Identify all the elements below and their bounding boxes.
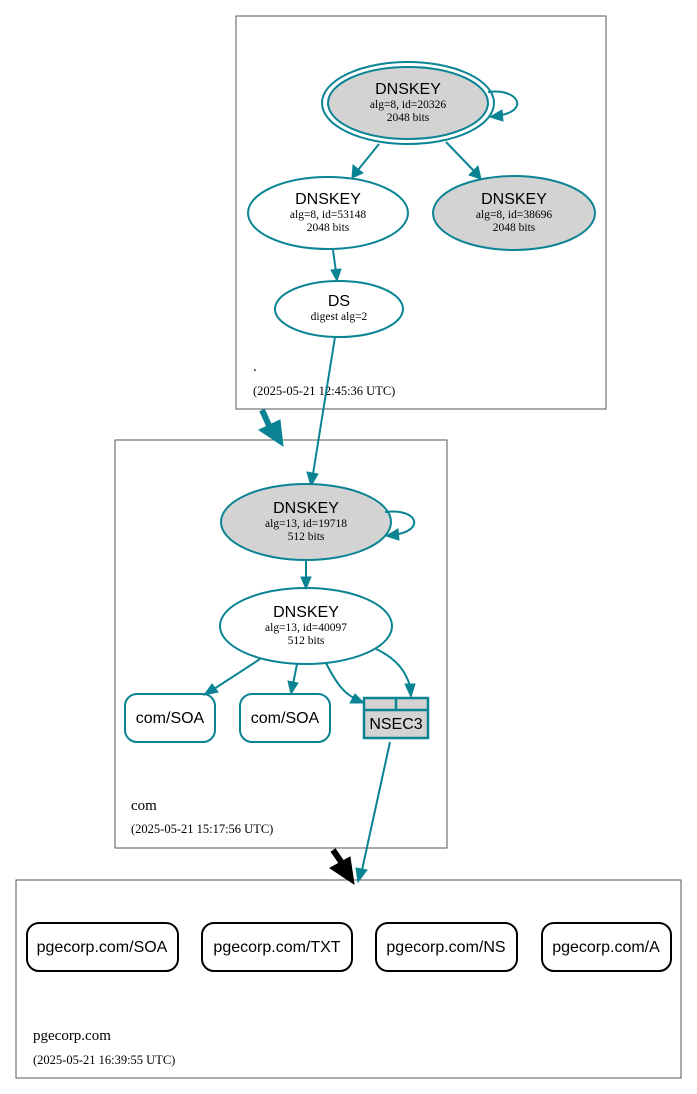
edge-rootksk-rootzsk-arrowhead bbox=[351, 164, 364, 179]
root-zsk-bits: 2048 bits bbox=[307, 222, 350, 234]
edge-nsec3-pgecorp bbox=[361, 741, 391, 871]
root-key3-alg: alg=8, id=38696 bbox=[476, 209, 552, 221]
edge-ds-comksk bbox=[312, 336, 336, 475]
edge-comzsk-soa2 bbox=[292, 663, 298, 685]
root-key3-title: DNSKEY bbox=[481, 191, 547, 208]
root-ksk-bits: 2048 bits bbox=[387, 112, 430, 124]
root-zsk-title: DNSKEY bbox=[295, 191, 361, 208]
root-ds-digest: digest alg=2 bbox=[311, 311, 368, 323]
edge-comzsk-soa1-arrowhead bbox=[202, 683, 219, 696]
pgecorp-zone-timestamp: (2025-05-21 16:39:55 UTC) bbox=[33, 1053, 175, 1067]
com-ksk-self-loop bbox=[384, 510, 415, 536]
com-zsk-title: DNSKEY bbox=[273, 604, 339, 621]
root-zsk-alg: alg=8, id=53148 bbox=[290, 209, 366, 221]
com-ksk-node[interactable]: DNSKEY alg=13, id=19718 512 bits bbox=[220, 483, 392, 561]
edge-ds-comksk-arrowhead bbox=[306, 471, 319, 488]
edge-rootksk-rootzsk bbox=[357, 143, 380, 171]
pgecorp-zone-cluster bbox=[15, 879, 682, 1079]
com-soa-label-2: com/SOA bbox=[251, 710, 320, 727]
com-zsk-alg: alg=13, id=40097 bbox=[265, 622, 347, 634]
root-ksk-self-loop bbox=[487, 90, 519, 117]
edge-comzsk-nsec3-b bbox=[375, 648, 411, 687]
com-ksk-title: DNSKEY bbox=[273, 500, 339, 517]
pgecorp-a-node[interactable]: pgecorp.com/A bbox=[541, 922, 672, 972]
com-nsec3-label: NSEC3 bbox=[369, 716, 422, 733]
edge-nsec3-pgecorp-arrowhead bbox=[355, 867, 368, 884]
edge-comzsk-nsec3-a bbox=[325, 662, 355, 699]
edge-comzsk-nsec3-a-arrowhead bbox=[349, 693, 366, 704]
edge-rootksk-rootkey3-arrowhead bbox=[468, 165, 482, 180]
root-ksk-node[interactable]: DNSKEY alg=8, id=20326 2048 bits bbox=[321, 61, 495, 145]
com-ksk-self-loop-arrowhead bbox=[384, 528, 400, 541]
delegation-arrow-com-pgecorp-arrowhead bbox=[329, 856, 355, 886]
pgecorp-ns-node[interactable]: pgecorp.com/NS bbox=[375, 922, 518, 972]
root-ds-title: DS bbox=[328, 293, 350, 310]
edge-comzsk-soa1 bbox=[213, 658, 261, 690]
pgecorp-soa-node[interactable]: pgecorp.com/SOA bbox=[26, 922, 179, 972]
edge-rootzsk-ds-arrowhead bbox=[330, 268, 342, 283]
edge-comksk-comzsk-arrowhead bbox=[300, 576, 312, 591]
root-ksk-self-loop-arrowhead bbox=[488, 109, 504, 122]
edge-rootzsk-ds bbox=[332, 249, 337, 273]
edge-comzsk-soa2-arrowhead bbox=[287, 680, 299, 696]
root-zone-timestamp: (2025-05-21 12:45:36 UTC) bbox=[253, 384, 395, 398]
root-key3-bits: 2048 bits bbox=[493, 222, 536, 234]
pgecorp-soa-label: pgecorp.com/SOA bbox=[37, 939, 168, 956]
root-ksk-alg: alg=8, id=20326 bbox=[370, 99, 446, 111]
com-nsec3-node[interactable]: NSEC3 bbox=[362, 696, 430, 740]
com-ksk-bits: 512 bits bbox=[288, 531, 325, 543]
pgecorp-txt-label: pgecorp.com/TXT bbox=[213, 939, 340, 956]
com-zone-name: com bbox=[131, 798, 157, 814]
root-zone-name: . bbox=[253, 359, 257, 375]
com-zsk-node[interactable]: DNSKEY alg=13, id=40097 512 bits bbox=[219, 587, 393, 665]
pgecorp-ns-label: pgecorp.com/NS bbox=[386, 939, 505, 956]
com-soa-label-1: com/SOA bbox=[136, 710, 205, 727]
com-zone-timestamp: (2025-05-21 15:17:56 UTC) bbox=[131, 822, 273, 836]
edge-rootksk-rootkey3 bbox=[445, 141, 475, 172]
com-soa-node-1[interactable]: com/SOA bbox=[124, 693, 216, 743]
root-zsk-node[interactable]: DNSKEY alg=8, id=53148 2048 bits bbox=[247, 176, 409, 250]
pgecorp-zone-name: pgecorp.com bbox=[33, 1028, 111, 1044]
root-ksk-title: DNSKEY bbox=[375, 81, 441, 98]
com-zsk-bits: 512 bits bbox=[288, 635, 325, 647]
edge-comzsk-nsec3-b-arrowhead bbox=[404, 683, 416, 699]
delegation-arrow-root-com-arrowhead bbox=[257, 419, 284, 448]
pgecorp-txt-node[interactable]: pgecorp.com/TXT bbox=[201, 922, 353, 972]
com-ksk-alg: alg=13, id=19718 bbox=[265, 518, 347, 530]
pgecorp-a-label: pgecorp.com/A bbox=[552, 939, 660, 956]
root-key3-node[interactable]: DNSKEY alg=8, id=38696 2048 bits bbox=[432, 175, 596, 251]
com-soa-node-2[interactable]: com/SOA bbox=[239, 693, 331, 743]
root-ds-node[interactable]: DS digest alg=2 bbox=[274, 280, 404, 338]
